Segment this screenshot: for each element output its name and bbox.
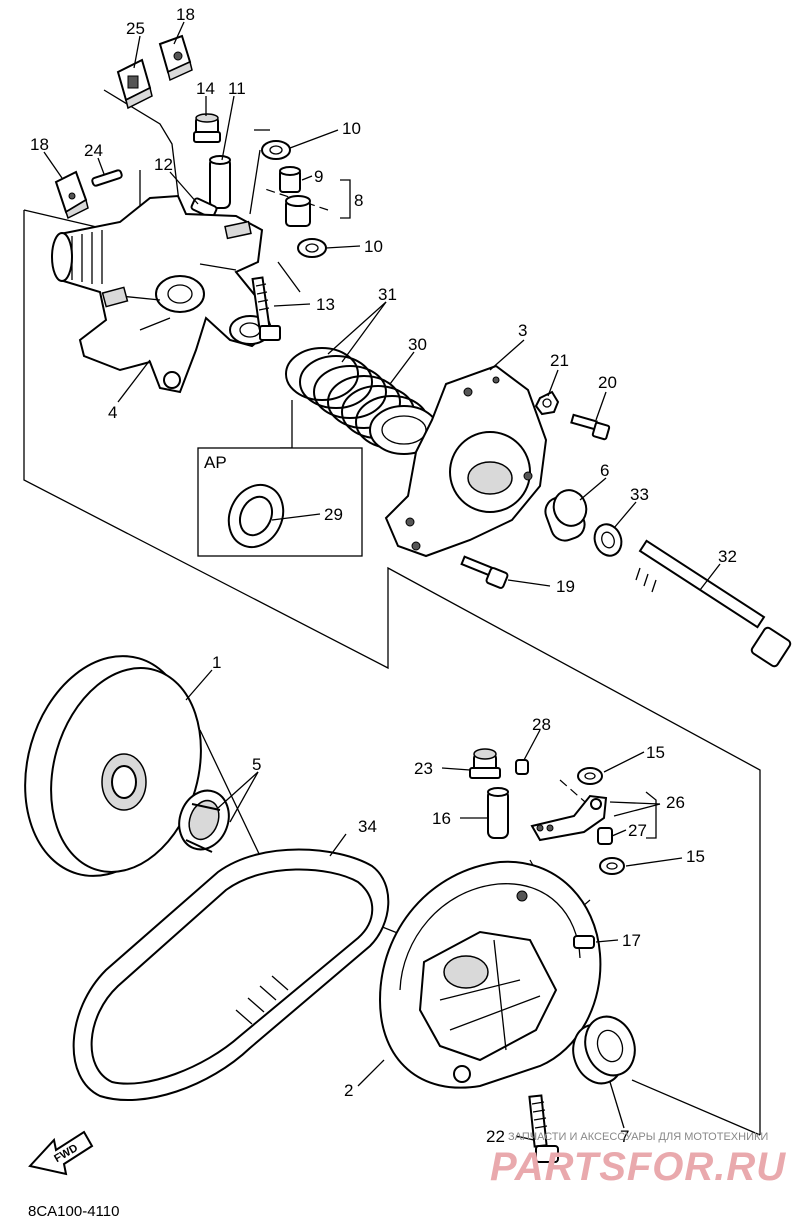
bushing-part-9 xyxy=(279,166,301,193)
callout-numbers: 25 18 14 11 10 18 24 12 9 8 10 13 31 30 … xyxy=(30,5,737,1146)
callout-4: 4 xyxy=(108,403,117,422)
callout-34: 34 xyxy=(358,817,377,836)
callout-26: 26 xyxy=(666,793,685,812)
callout-25: 25 xyxy=(126,19,145,38)
callout-11: 11 xyxy=(228,79,246,98)
sheave-part-1 xyxy=(24,655,202,877)
callout-19: 19 xyxy=(556,577,575,596)
ap-inset-box: AP xyxy=(197,447,363,557)
washer-part-15-top xyxy=(577,767,603,785)
callout-20: 20 xyxy=(598,373,617,392)
callout-18-top: 18 xyxy=(176,5,195,24)
callout-10-top: 10 xyxy=(342,119,361,138)
callout-3: 3 xyxy=(518,321,527,340)
fwd-arrow-icon: FWD xyxy=(28,1130,94,1176)
watermark-tagline: ЗАПЧАСТИ И АКСЕССУАРЫ ДЛЯ МОТОТЕХНИКИ xyxy=(508,1131,768,1143)
callout-6: 6 xyxy=(600,461,609,480)
shaft-assembly-part-4 xyxy=(51,194,274,394)
callout-2: 2 xyxy=(344,1081,353,1100)
watermark-logo: ЗАПЧАСТИ И АКСЕССУАРЫ ДЛЯ МОТОТЕХНИКИ PA… xyxy=(490,1131,786,1189)
callout-10-bottom: 10 xyxy=(364,237,383,256)
callout-14: 14 xyxy=(196,79,215,98)
bolt-part-20 xyxy=(570,413,611,441)
bushing-part-8 xyxy=(285,195,311,227)
cap-part-23 xyxy=(469,748,501,779)
callout-15-bottom: 15 xyxy=(686,847,705,866)
bolt-part-19 xyxy=(460,555,509,589)
roller-part-7 xyxy=(572,1015,636,1085)
washer-part-15-bottom xyxy=(599,857,625,875)
callout-28: 28 xyxy=(532,715,551,734)
pin-part-24 xyxy=(91,169,123,187)
callout-23: 23 xyxy=(414,759,433,778)
nut-part-21 xyxy=(534,390,560,416)
callout-18-left: 18 xyxy=(30,135,49,154)
slider-part-18-left xyxy=(54,170,89,220)
roller-part-6 xyxy=(544,489,588,542)
bolt-part-13 xyxy=(251,276,281,341)
ap-label: AP xyxy=(204,453,227,472)
cover-part-3 xyxy=(384,364,548,558)
callout-30: 30 xyxy=(408,335,427,354)
callout-29: 29 xyxy=(324,505,343,524)
washer-part-10-top xyxy=(261,140,291,160)
shaft-bolt-part-32 xyxy=(635,539,792,668)
callout-32: 32 xyxy=(718,547,737,566)
screw-part-17 xyxy=(573,935,595,949)
pin-part-11 xyxy=(209,155,231,209)
washer-part-10-bottom xyxy=(297,238,327,258)
callout-7: 7 xyxy=(620,1127,629,1146)
slider-part-18-top xyxy=(158,34,193,82)
bushing-part-27 xyxy=(597,827,613,845)
spring-part-30 xyxy=(285,347,439,455)
clip-part-25 xyxy=(116,58,153,110)
callout-leaders xyxy=(43,21,721,1141)
callout-5: 5 xyxy=(252,755,261,774)
sheave-part-2 xyxy=(378,860,602,1089)
callout-31: 31 xyxy=(378,285,397,304)
drive-belt-part-34 xyxy=(72,848,390,1102)
bushing-part-5 xyxy=(178,789,230,853)
callout-24: 24 xyxy=(84,141,103,160)
callout-16: 16 xyxy=(432,809,451,828)
callout-9: 9 xyxy=(314,167,323,186)
pin-part-16 xyxy=(487,787,509,839)
callout-22: 22 xyxy=(486,1127,505,1146)
lever-part-26 xyxy=(530,794,608,842)
cap-part-14 xyxy=(193,113,221,143)
callout-13: 13 xyxy=(316,295,335,314)
callout-12: 12 xyxy=(154,155,173,174)
callout-8: 8 xyxy=(354,191,363,210)
callout-17: 17 xyxy=(622,931,641,950)
callout-15-top: 15 xyxy=(646,743,665,762)
callout-1: 1 xyxy=(212,653,221,672)
pin-part-28 xyxy=(515,759,529,775)
callout-33: 33 xyxy=(630,485,649,504)
callout-21: 21 xyxy=(550,351,569,370)
watermark-site: PARTSFOR.RU xyxy=(490,1145,786,1189)
diagram-code: 8CA100-4110 xyxy=(28,1203,119,1220)
callout-27: 27 xyxy=(628,821,647,840)
washer-part-33 xyxy=(593,523,623,557)
bolt-part-22 xyxy=(528,1094,559,1163)
